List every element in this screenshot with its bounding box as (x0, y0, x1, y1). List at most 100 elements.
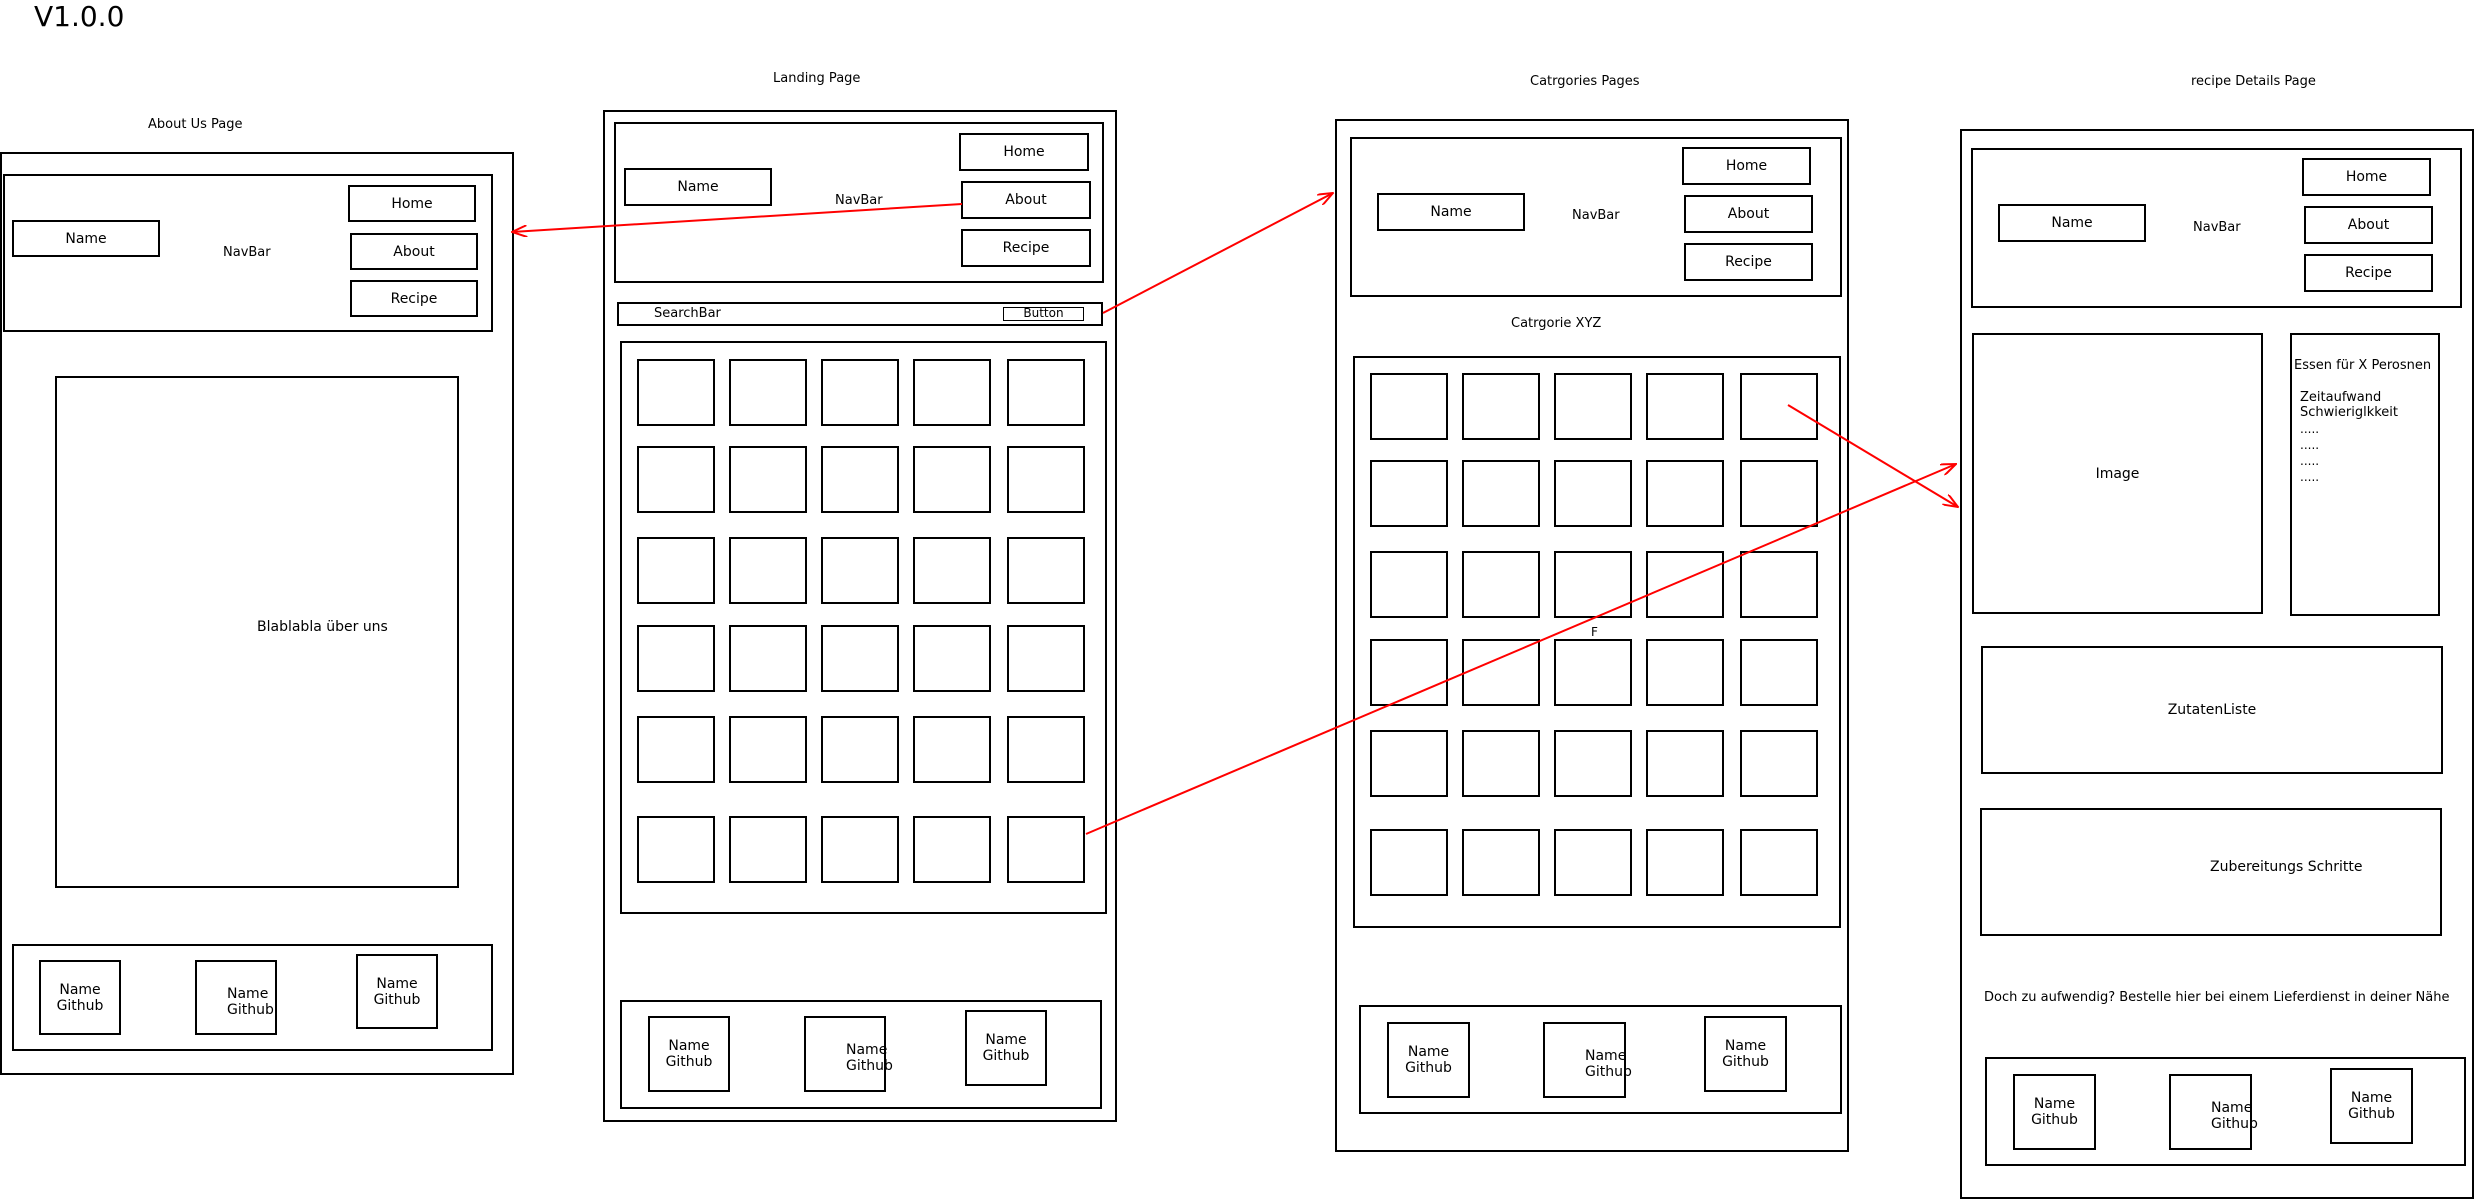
landing-recipe-tile[interactable] (913, 816, 991, 883)
details-steps-box (1980, 808, 2442, 936)
landing-recipe-tile[interactable] (821, 816, 899, 883)
about-nav-home-button[interactable]: Home (348, 185, 476, 222)
categories-nav-about-button[interactable]: About (1684, 195, 1813, 233)
categories-recipe-tile[interactable] (1554, 373, 1632, 440)
landing-recipe-tile[interactable] (729, 816, 807, 883)
details-nav-name-button[interactable]: Name (1998, 204, 2146, 242)
landing-recipe-tile[interactable] (1007, 625, 1085, 692)
categories-recipe-tile[interactable] (1740, 460, 1818, 527)
landing-recipe-tile[interactable] (821, 537, 899, 604)
categories-recipe-tile[interactable] (1740, 551, 1818, 618)
about-nav-recipe-button[interactable]: Recipe (350, 280, 478, 317)
details-ingredients-box: ZutatenListe (1981, 646, 2443, 774)
landing-recipe-tile[interactable] (913, 359, 991, 426)
landing-recipe-tile[interactable] (637, 716, 715, 783)
categories-recipe-tile[interactable] (1370, 639, 1448, 706)
landing-recipe-tile[interactable] (821, 625, 899, 692)
categories-recipe-tile[interactable] (1646, 639, 1724, 706)
about-nav-name-button[interactable]: Name (12, 220, 160, 257)
landing-nav-about-button[interactable]: About (961, 181, 1091, 219)
details-order-link[interactable]: Doch zu aufwendig? Bestelle hier bei ein… (1984, 990, 2450, 1005)
categories-recipe-tile[interactable] (1370, 373, 1448, 440)
landing-footer-github-1: Github (665, 1054, 713, 1070)
landing-nav-recipe-button[interactable]: Recipe (961, 229, 1091, 267)
landing-recipe-tile[interactable] (637, 816, 715, 883)
details-nav-home-button[interactable]: Home (2302, 158, 2431, 196)
categories-nav-home-button[interactable]: Home (1682, 147, 1811, 185)
landing-recipe-tile[interactable] (637, 446, 715, 513)
details-page-title: recipe Details Page (2191, 74, 2316, 89)
details-info-dots-2: ..... (2300, 438, 2320, 452)
landing-recipe-tile[interactable] (821, 359, 899, 426)
categories-recipe-tile[interactable] (1646, 373, 1724, 440)
details-info-dots-1: ..... (2300, 422, 2320, 436)
categories-recipe-tile[interactable] (1462, 551, 1540, 618)
landing-nav-name-button[interactable]: Name (624, 168, 772, 206)
categories-recipe-tile[interactable] (1462, 829, 1540, 896)
landing-recipe-tile[interactable] (729, 537, 807, 604)
landing-nav-home-button[interactable]: Home (959, 133, 1089, 171)
details-nav-about-button[interactable]: About (2304, 206, 2433, 244)
categories-recipe-tile[interactable] (1462, 730, 1540, 797)
landing-recipe-tile[interactable] (1007, 716, 1085, 783)
landing-recipe-tile[interactable] (637, 359, 715, 426)
categories-recipe-tile[interactable] (1740, 373, 1818, 440)
details-info-servings: Essen für X Perosnen (2294, 358, 2432, 373)
landing-recipe-tile[interactable] (821, 716, 899, 783)
landing-footer (620, 1000, 1102, 1109)
categories-recipe-tile[interactable] (1554, 551, 1632, 618)
categories-recipe-tile[interactable] (1646, 730, 1724, 797)
landing-recipe-tile[interactable] (913, 625, 991, 692)
categories-recipe-tile[interactable] (1370, 730, 1448, 797)
landing-recipe-tile[interactable] (913, 446, 991, 513)
landing-recipe-tile[interactable] (913, 537, 991, 604)
categories-recipe-tile[interactable] (1554, 730, 1632, 797)
landing-recipe-tile[interactable] (637, 537, 715, 604)
landing-recipe-tile[interactable] (729, 716, 807, 783)
landing-recipe-tile[interactable] (1007, 359, 1085, 426)
categories-recipe-tile[interactable] (1554, 829, 1632, 896)
landing-recipe-tile[interactable] (821, 446, 899, 513)
categories-recipe-tile[interactable] (1370, 460, 1448, 527)
landing-recipe-tile[interactable] (1007, 816, 1085, 883)
categories-recipe-tile[interactable] (1646, 460, 1724, 527)
categories-recipe-tile[interactable] (1370, 829, 1448, 896)
categories-recipe-tile[interactable] (1462, 373, 1540, 440)
categories-recipe-tile[interactable] (1554, 460, 1632, 527)
landing-recipe-tile[interactable] (729, 625, 807, 692)
details-nav-recipe-button[interactable]: Recipe (2304, 254, 2433, 292)
categories-recipe-tile[interactable] (1554, 639, 1632, 706)
about-nav-about-button[interactable]: About (350, 233, 478, 270)
categories-nav-recipe-button[interactable]: Recipe (1684, 243, 1813, 281)
categories-recipe-tile[interactable] (1646, 551, 1724, 618)
categories-recipe-tile[interactable] (1740, 639, 1818, 706)
categories-recipe-tile[interactable] (1646, 829, 1724, 896)
landing-recipe-tile[interactable] (913, 716, 991, 783)
categories-recipe-tile[interactable] (1740, 730, 1818, 797)
landing-recipe-tile[interactable] (637, 625, 715, 692)
landing-recipe-tile[interactable] (1007, 537, 1085, 604)
categories-nav-name-button[interactable]: Name (1377, 193, 1525, 231)
landing-search-bar[interactable] (617, 302, 1103, 326)
categories-recipe-tile[interactable] (1370, 551, 1448, 618)
landing-recipe-tile[interactable] (729, 446, 807, 513)
landing-search-button[interactable]: Button (1003, 307, 1084, 321)
details-footer (1985, 1057, 2466, 1166)
categories-recipe-tile[interactable] (1740, 829, 1818, 896)
categories-recipe-tile[interactable] (1462, 460, 1540, 527)
categories-recipe-tile[interactable] (1462, 639, 1540, 706)
landing-recipe-tile[interactable] (1007, 446, 1085, 513)
landing-recipe-tile[interactable] (729, 359, 807, 426)
